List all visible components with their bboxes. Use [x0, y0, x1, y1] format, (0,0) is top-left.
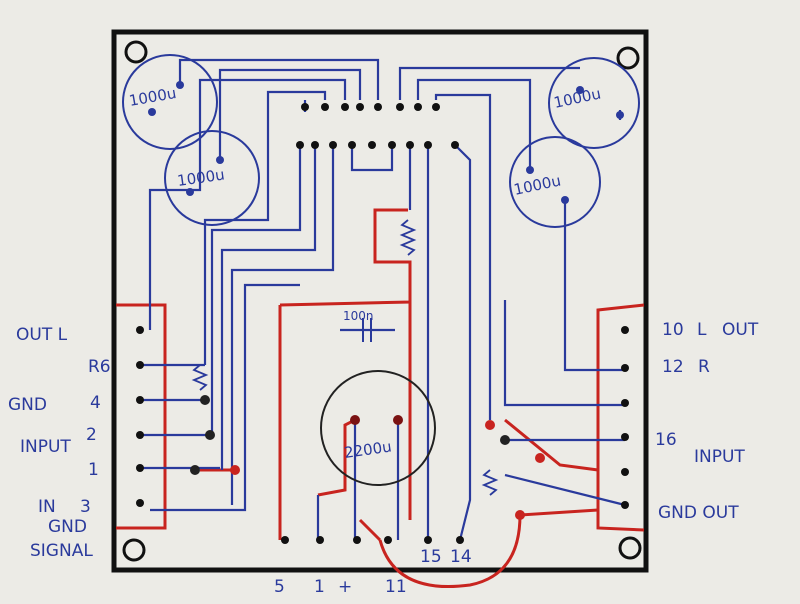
- cap-label-4: 1000u: [512, 171, 562, 199]
- cap-label-2: 1000u: [176, 165, 226, 189]
- mounting-holes: [122, 40, 642, 562]
- capacitor-c2: [164, 130, 260, 226]
- label-input-left: INPUT: [20, 437, 71, 457]
- board-outline: [111, 29, 649, 573]
- cap-label-5: 2200u: [343, 437, 393, 461]
- label-r: R: [698, 357, 710, 377]
- label-input-right: INPUT: [694, 447, 745, 467]
- capacitor-c4: [509, 136, 601, 228]
- label-pin-12: 12: [662, 357, 684, 377]
- cap-label-6: 100n: [343, 309, 374, 323]
- label-pin-11: 11: [385, 577, 407, 597]
- cap-label-1: 1000u: [128, 84, 178, 110]
- capacitor-c3: [548, 57, 640, 149]
- label-pin-1-bottom: 1: [314, 577, 325, 597]
- label-l: L: [697, 320, 707, 340]
- label-out-right: OUT: [722, 320, 759, 340]
- cap-label-3: 1000u: [552, 84, 602, 112]
- label-pin-3: 3: [80, 497, 91, 517]
- label-pin-14: 14: [450, 547, 472, 567]
- label-pin-16: 16: [655, 430, 677, 450]
- capacitor-c5: [320, 370, 436, 486]
- label-in: IN: [38, 497, 56, 517]
- label-plus: +: [338, 577, 352, 597]
- label-out-l: OUT L: [16, 325, 68, 345]
- label-signal: SIGNAL: [30, 541, 93, 561]
- right-labels: 10 L OUT 12 R 16 INPUT GND OUT: [655, 320, 759, 523]
- label-pin-4: 4: [90, 393, 101, 413]
- label-pin-10: 10: [662, 320, 684, 340]
- capacitors: [122, 54, 640, 486]
- capacitor-c1: [122, 54, 218, 150]
- label-r6: R6: [88, 357, 111, 377]
- label-pin-1: 1: [88, 460, 99, 480]
- resistors: [191, 219, 499, 496]
- label-pin-2: 2: [86, 425, 97, 445]
- label-pin-5: 5: [274, 577, 285, 597]
- bottom-labels: 5 1 + 11 15 14: [274, 547, 472, 597]
- label-gnd: GND: [8, 395, 47, 415]
- pads: [136, 81, 629, 544]
- capacitor-100n: [362, 318, 372, 342]
- red-traces: [116, 208, 645, 589]
- label-gnd-signal: GND: [48, 517, 87, 537]
- label-gnd-out: GND OUT: [658, 503, 739, 523]
- label-pin-15: 15: [420, 547, 442, 567]
- left-labels: OUT L R6 GND 4 INPUT 2 1 IN 3 GND SIGNAL: [8, 325, 111, 561]
